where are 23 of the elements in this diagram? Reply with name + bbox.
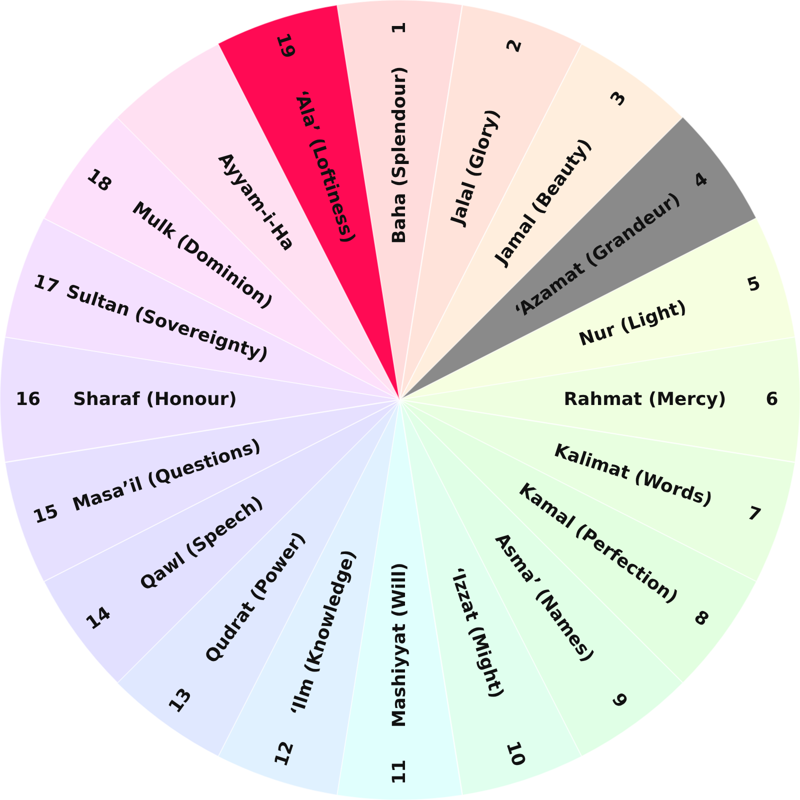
month-number: 8	[690, 608, 712, 630]
month-number: 14	[84, 604, 114, 634]
month-number: 1	[390, 22, 409, 34]
month-number: 15	[32, 502, 61, 528]
month-number: 4	[690, 170, 712, 192]
month-name: Rahmat (Mercy)	[564, 390, 726, 409]
month-name: Sharaf (Honour)	[73, 390, 237, 409]
month-name: Baha (Splendour)	[390, 66, 409, 244]
month-number: 9	[608, 690, 630, 712]
month-number: 7	[745, 504, 763, 526]
month-number: 3	[608, 88, 630, 110]
month-number: 17	[32, 272, 61, 298]
month-number: 10	[502, 739, 528, 768]
month-number: 16	[15, 390, 41, 409]
month-number: 6	[766, 390, 778, 409]
month-number: 12	[272, 739, 298, 768]
month-number: 5	[745, 274, 763, 296]
month-name: Mashiyyat (Will)	[390, 562, 409, 728]
month-number: 13	[166, 686, 196, 716]
month-number: 2	[504, 37, 526, 55]
month-number: 18	[84, 166, 114, 196]
month-number: 19	[272, 32, 298, 61]
month-number: 11	[390, 759, 409, 785]
